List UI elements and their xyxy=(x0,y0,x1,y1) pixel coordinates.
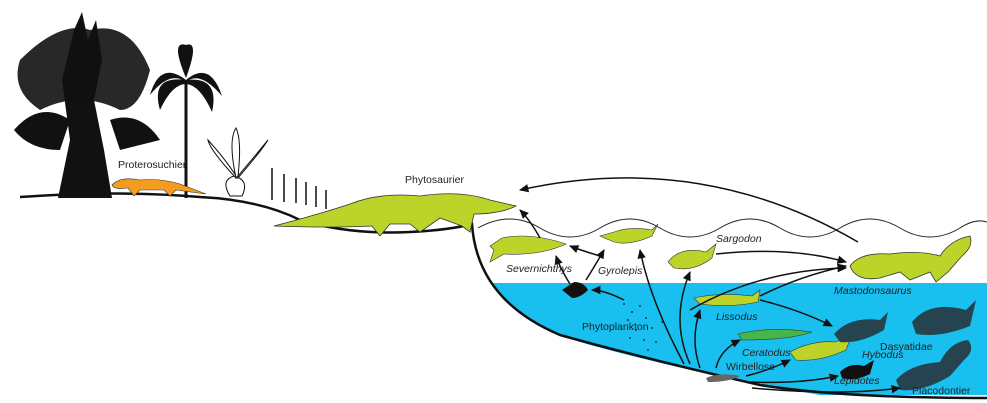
palm-tree-silhouette xyxy=(150,44,222,198)
label-ceratodus: Ceratodus xyxy=(742,347,791,359)
label-lissodus: Lissodus xyxy=(716,311,758,323)
label-wirbellose: Wirbellose xyxy=(726,361,775,373)
label-sargodon: Sargodon xyxy=(716,233,762,245)
label-mastodonsaurus: Mastodonsaurus xyxy=(834,285,912,297)
label-gyrolepis: Gyrolepis xyxy=(598,265,643,277)
label-phytoplankton: Phytoplankton xyxy=(582,321,649,333)
label-placodontier: Placodontier xyxy=(912,385,971,397)
label-severnichthys: Severnichthys xyxy=(506,263,573,275)
horsetail-silhouettes xyxy=(272,168,326,209)
cycad-silhouette xyxy=(208,128,268,196)
wirbellose-silhouette xyxy=(706,374,740,382)
label-proterosuchier: Proterosuchier xyxy=(118,159,187,171)
label-hybodus: Hybodus xyxy=(862,349,904,361)
label-lepidotes: Lepidotes xyxy=(834,375,880,387)
phytosaurier-silhouette xyxy=(274,194,516,236)
label-phytosaurier: Phytosaurier xyxy=(405,174,464,186)
